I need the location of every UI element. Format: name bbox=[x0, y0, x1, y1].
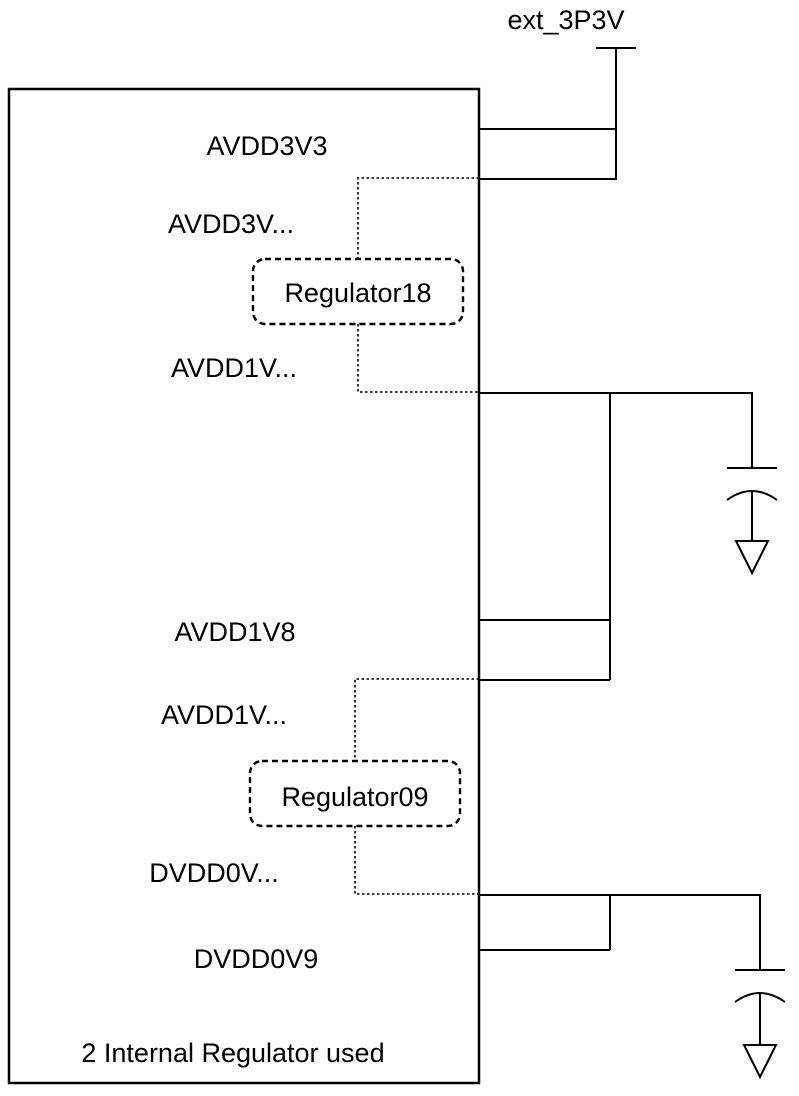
capacitor-icon bbox=[726, 467, 778, 541]
regulator09-box bbox=[248, 759, 462, 828]
pin-dvdd0v9: DVDD0V9 bbox=[194, 944, 319, 974]
pin-avdd1v-reg-in: AVDD1V... bbox=[161, 700, 287, 730]
regulator18-box bbox=[251, 257, 465, 326]
regulator18-label: Regulator18 bbox=[284, 278, 431, 308]
supply-label: ext_3P3V bbox=[507, 5, 624, 35]
capacitor-icon bbox=[734, 969, 786, 1045]
ground-icon bbox=[734, 540, 770, 576]
rail-1v8-wire bbox=[479, 392, 753, 468]
pin-avdd3v-reg-in: AVDD3V... bbox=[168, 209, 294, 239]
pin-avdd1v8: AVDD1V8 bbox=[174, 617, 295, 647]
rail-0v9-wire bbox=[479, 894, 761, 970]
pin-avdd3v3: AVDD3V3 bbox=[206, 131, 327, 161]
reg18-input-wire bbox=[357, 177, 479, 260]
reg09-input-wire bbox=[354, 678, 479, 762]
chip-block bbox=[7, 87, 481, 1085]
reg18-output-wire bbox=[357, 324, 479, 393]
chip-footer: 2 Internal Regulator used bbox=[81, 1038, 384, 1068]
pin-avdd1v-reg-out: AVDD1V... bbox=[171, 353, 297, 383]
supply-wire bbox=[479, 48, 617, 180]
pin-dvdd0v-reg-out: DVDD0V... bbox=[149, 858, 279, 888]
regulator09-label: Regulator09 bbox=[281, 782, 428, 812]
ground-icon bbox=[742, 1044, 778, 1080]
reg09-output-wire bbox=[354, 826, 479, 895]
